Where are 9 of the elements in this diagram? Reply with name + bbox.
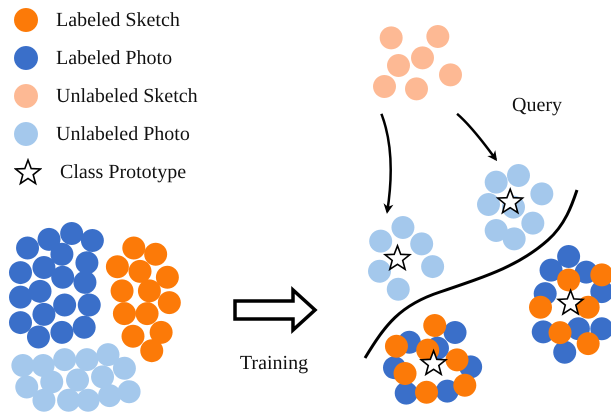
- caption-label: Training: [240, 352, 308, 375]
- legend-text: Unlabeled Sketch: [56, 84, 198, 108]
- caption-label: Query: [512, 94, 562, 117]
- arrow: [380, 113, 394, 214]
- legend-text: Labeled Photo: [56, 46, 172, 70]
- arrow: [456, 112, 498, 162]
- legend-text: Labeled Sketch: [56, 8, 180, 32]
- legend-text: Class Prototype: [60, 160, 186, 184]
- legend-text: Unlabeled Photo: [56, 122, 190, 146]
